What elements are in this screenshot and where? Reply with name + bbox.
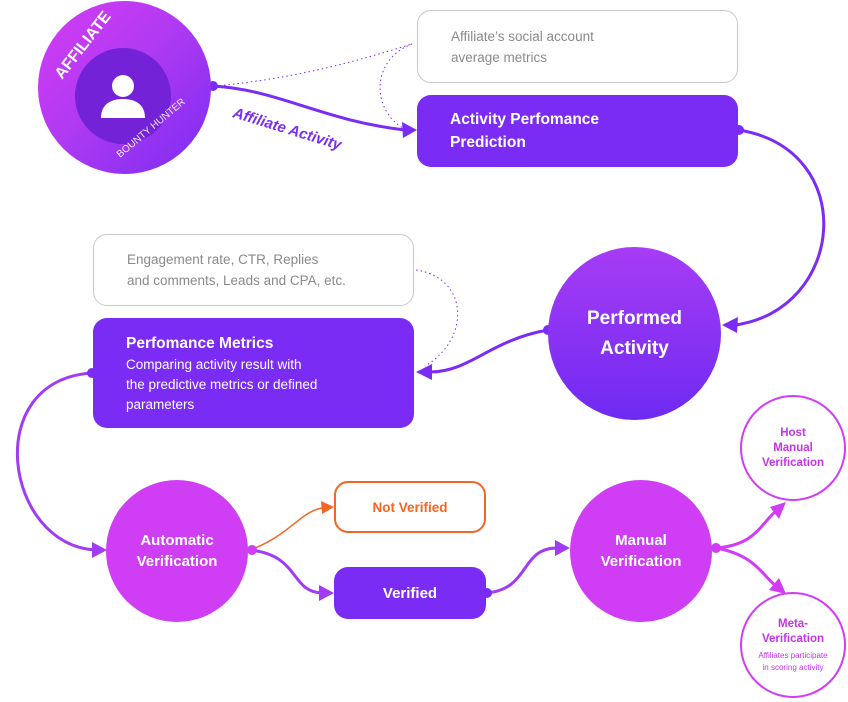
node-title-line: Activity <box>600 337 669 359</box>
node-title-line: Host <box>780 426 806 439</box>
engagement-note: Engagement rate, CTR, Replies and commen… <box>93 234 414 306</box>
node-title: Not Verified <box>372 499 448 515</box>
node-title-line: Manual <box>615 532 667 549</box>
affiliate-activity-label: Affiliate Activity <box>230 104 344 154</box>
arrow-manual-to-meta <box>715 546 776 587</box>
performance-metrics-node: Perfomance Metrics Comparing activity re… <box>93 318 414 428</box>
node-title-line: Verification <box>600 553 682 570</box>
affiliate-inner-circle <box>75 48 171 144</box>
arrowhead <box>555 540 570 556</box>
node-desc-line: Affiliates participate <box>758 650 828 660</box>
node-title-line: Automatic <box>140 532 214 549</box>
node-title: Perfomance Metrics <box>126 334 274 352</box>
not-verified-node: Not Verified <box>334 481 486 533</box>
node-title-line: Verification <box>136 553 218 570</box>
verified-node: Verified <box>334 567 486 619</box>
social-metrics-note: Affiliate’s social account average metri… <box>417 10 738 83</box>
node-title-line: Verification <box>762 632 824 645</box>
node-desc-line: in scoring activity <box>762 662 824 672</box>
node-title-line: Verification <box>762 456 824 469</box>
node-desc-line: Comparing activity result with <box>126 356 302 372</box>
node-title: Verified <box>382 584 438 602</box>
note-line: average metrics <box>451 49 548 65</box>
node-title-line: Meta- <box>777 617 809 630</box>
affiliate-title: AFFILIATE <box>52 8 115 82</box>
arrowhead <box>416 364 432 380</box>
affiliate-labels: AFFILIATE BOUNTY HUNTER <box>52 8 188 161</box>
dotted-link-social <box>214 43 413 87</box>
node-title-line: Prediction <box>450 134 526 151</box>
arrowhead <box>321 501 334 514</box>
arrow-affiliate-activity <box>212 84 406 132</box>
meta-verification-node: Meta- Verification Affiliates participat… <box>740 592 846 698</box>
performed-activity-node: Performed Activity <box>548 247 721 420</box>
note-line: Engagement rate, CTR, Replies <box>127 252 319 267</box>
node-desc-line: the predictive metrics or defined <box>126 376 318 392</box>
arrowhead <box>722 317 738 333</box>
arrowhead <box>770 502 786 519</box>
note-line: and comments, Leads and CPA, etc. <box>127 273 346 288</box>
arrowhead <box>402 122 417 138</box>
arrow-manual-to-host <box>715 510 777 550</box>
node-title-line: Manual <box>773 441 813 454</box>
node-desc-line: parameters <box>126 396 195 412</box>
user-icon <box>101 75 145 118</box>
node-title-line: Performed <box>586 307 683 329</box>
arrow-prediction-to-performed <box>734 128 826 327</box>
dotted-link-social-2 <box>379 43 413 129</box>
arrow-verified-to-manual <box>485 546 558 595</box>
dotted-link-engagement <box>415 269 459 367</box>
arrow-automatic-to-not-verified <box>249 507 323 551</box>
arrowhead <box>769 578 786 594</box>
arrowhead <box>319 585 334 601</box>
manual-verification-node: Manual Verification <box>570 480 712 622</box>
arrowhead <box>92 542 107 558</box>
node-title-line: Activity Perfomance <box>450 111 600 128</box>
affiliate-subtitle: BOUNTY HUNTER <box>115 97 188 161</box>
arrow-metrics-to-automatic <box>15 371 96 552</box>
activity-prediction-node: Activity Perfomance Prediction <box>417 95 738 167</box>
note-line: Affiliate’s social account <box>451 28 594 44</box>
automatic-verification-node: Automatic Verification <box>106 480 248 622</box>
arrow-automatic-to-verified <box>249 548 323 595</box>
arrow-performed-to-metrics <box>429 328 549 374</box>
connector-dot <box>247 545 257 555</box>
host-manual-verification-node: Host Manual Verification <box>740 395 846 501</box>
